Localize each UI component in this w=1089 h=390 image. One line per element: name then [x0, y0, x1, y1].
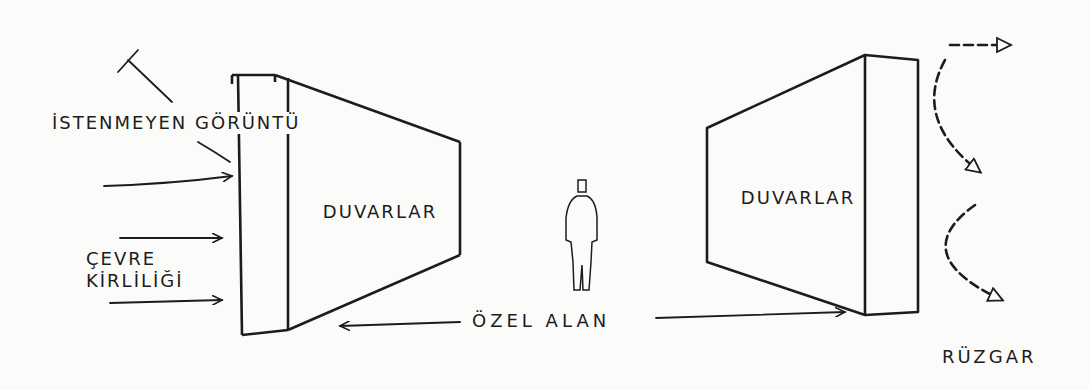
- pollution-arrow: [110, 300, 222, 303]
- annotation-label: İSTENMEYEN GÖRÜNTÜ: [50, 112, 302, 134]
- annotation-label: ÖZEL ALAN: [470, 310, 612, 332]
- area-arrow: [656, 312, 845, 318]
- wall-label: DUVARLAR: [741, 187, 855, 209]
- annotation-label: RÜZGAR: [940, 346, 1038, 368]
- wall-label: DUVARLAR: [323, 201, 437, 223]
- wall-block: DUVARLAR: [228, 70, 466, 340]
- leader-line: [128, 60, 172, 102]
- wall-block: DUVARLAR: [702, 50, 924, 322]
- person-figure: [566, 180, 597, 290]
- leader-tick: [118, 50, 138, 72]
- annotation-label: ÇEVRE KİRLİLİĞİ: [84, 248, 200, 292]
- pollution-arrow: [120, 237, 222, 239]
- wind-arrows: [934, 45, 1010, 300]
- area-arrow: [340, 322, 460, 326]
- leader-line: [198, 142, 230, 162]
- view-arrow: [104, 176, 232, 186]
- wall-outline: [702, 50, 924, 322]
